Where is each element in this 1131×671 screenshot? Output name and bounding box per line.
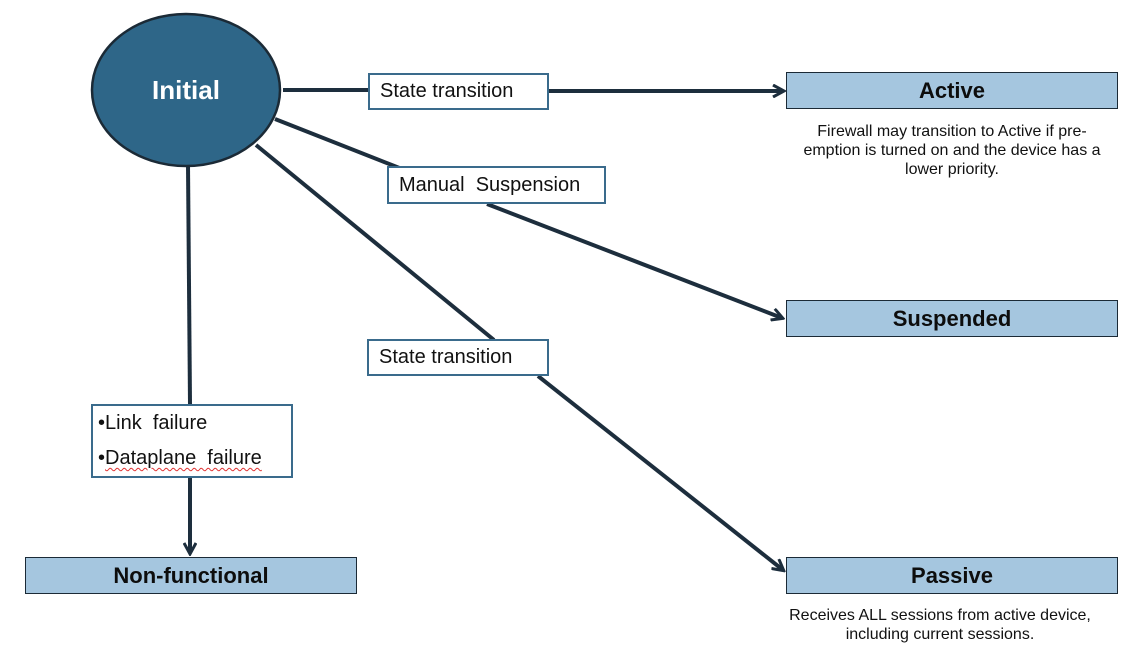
passive-state-label: Passive	[911, 562, 993, 588]
passive-note: Receives ALL sessions from active device…	[752, 606, 1128, 644]
connector-to-suspended	[274, 117, 403, 171]
active-state-label: Active	[918, 77, 986, 103]
connector-to-non-functional	[186, 164, 192, 405]
passive-state: Passive	[786, 557, 1118, 594]
transition-label-to-active: State transition	[368, 73, 549, 110]
dataplane-failure-text: Dataplane failure	[105, 447, 262, 469]
failure-list-item: •Link failure	[98, 412, 207, 435]
suspended-state-label: Suspended	[892, 305, 1012, 331]
initial-state-label: Initial	[152, 75, 220, 105]
non-functional-state-label: Non-functional	[113, 562, 269, 588]
passive-note-line: including current sessions.	[845, 626, 1035, 643]
transition-label-text: State transition	[380, 80, 514, 102]
suspended-state: Suspended	[786, 300, 1118, 337]
arrow-to-passive	[536, 374, 783, 570]
connector-to-passive	[254, 143, 496, 342]
active-note: Firewall may transition to Active if pre…	[760, 122, 1131, 179]
passive-note-line: Receives ALL sessions from active device…	[789, 607, 1091, 624]
active-state: Active	[786, 72, 1118, 109]
active-note-line: Firewall may transition to Active if pre…	[817, 123, 1087, 140]
transition-label-to-suspended: Manual Suspension	[387, 166, 606, 204]
active-note-line: lower priority.	[905, 161, 999, 178]
failure-list-item: •Dataplane failure	[98, 447, 262, 470]
arrow-to-suspended	[486, 202, 782, 318]
bullet-glyph: •	[98, 447, 106, 469]
transition-label-text: Manual Suspension	[399, 173, 581, 196]
transition-label-to-non-functional: •Link failure •Dataplane failure	[91, 404, 293, 478]
bullet-glyph: •	[98, 412, 106, 434]
transition-label-text: State transition	[379, 346, 513, 368]
initial-state-node	[90, 12, 282, 168]
transition-label-to-passive: State transition	[367, 339, 549, 376]
link-failure-text: Link failure	[105, 412, 208, 434]
active-note-line: emption is turned on and the device has …	[803, 142, 1101, 159]
non-functional-state: Non-functional	[25, 557, 357, 594]
